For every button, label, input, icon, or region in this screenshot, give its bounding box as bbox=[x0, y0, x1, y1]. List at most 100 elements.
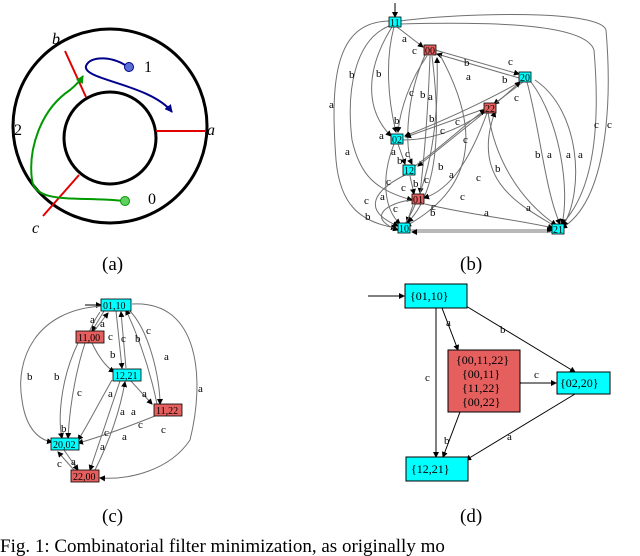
edge-label: b bbox=[438, 161, 444, 173]
state-node[interactable] bbox=[411, 193, 425, 205]
center-line-3: {11,22} bbox=[462, 381, 500, 395]
edge-label: b bbox=[394, 115, 400, 127]
state-node-label: 20 bbox=[520, 73, 530, 84]
edge bbox=[91, 342, 115, 373]
state-node[interactable] bbox=[423, 44, 437, 56]
edge bbox=[77, 415, 156, 445]
edge-label: b bbox=[376, 68, 382, 80]
edge-label: b bbox=[413, 178, 419, 190]
edge-label: c bbox=[104, 427, 109, 439]
state-node-02-20[interactable] bbox=[556, 371, 611, 395]
outer-ring bbox=[11, 27, 209, 225]
edge-label: a bbox=[428, 91, 433, 103]
edge bbox=[388, 26, 398, 133]
edge-label: c bbox=[424, 174, 429, 186]
edge-label: c bbox=[386, 176, 391, 188]
boundary-label-a: a bbox=[207, 122, 215, 139]
state-node-label: {12,21} bbox=[411, 462, 450, 476]
edge bbox=[417, 55, 431, 194]
state-node[interactable] bbox=[70, 469, 100, 483]
edge-label: a bbox=[547, 149, 552, 161]
edge bbox=[374, 174, 406, 227]
boundary-label-b: b bbox=[52, 31, 60, 48]
state-node-label: 12 bbox=[404, 166, 414, 177]
state-node-label: 00 bbox=[425, 46, 435, 57]
edge bbox=[99, 303, 198, 482]
edge-label: b bbox=[61, 423, 67, 435]
edge-label: a bbox=[566, 149, 571, 161]
panel-label-c: (c) bbox=[102, 506, 123, 527]
edge-label: b bbox=[429, 113, 435, 125]
state-node-label: 01,10 bbox=[103, 301, 126, 312]
edge-label: a bbox=[122, 431, 127, 443]
edge-label: b bbox=[420, 89, 426, 101]
edge-label: c bbox=[401, 182, 406, 194]
edge bbox=[20, 305, 103, 445]
edge-label: a bbox=[466, 71, 471, 83]
state-node[interactable] bbox=[50, 437, 80, 451]
edge bbox=[333, 20, 397, 231]
state-node[interactable] bbox=[518, 71, 532, 83]
edge bbox=[414, 109, 486, 167]
edge-label: a bbox=[380, 191, 385, 203]
edge-label: c bbox=[431, 201, 436, 213]
state-node-label: 02 bbox=[392, 135, 402, 146]
edge bbox=[93, 312, 109, 332]
state-node-center[interactable] bbox=[447, 349, 521, 413]
state-node-label: 11 bbox=[390, 18, 400, 29]
green-dot bbox=[120, 196, 130, 206]
edge-label: a bbox=[131, 406, 136, 418]
state-node-12-21[interactable] bbox=[405, 456, 469, 482]
state-node-01-10[interactable] bbox=[404, 283, 468, 309]
boundary-c bbox=[42, 174, 80, 217]
edge-label: a bbox=[100, 441, 105, 453]
state-node[interactable] bbox=[390, 133, 404, 145]
state-node[interactable] bbox=[153, 403, 183, 417]
edge-label: c bbox=[455, 116, 460, 128]
edge bbox=[125, 309, 158, 405]
edge-label: a bbox=[449, 169, 454, 181]
state-node[interactable] bbox=[551, 223, 565, 235]
edge-label: a bbox=[379, 130, 384, 142]
edge-label: a bbox=[484, 207, 489, 219]
edge-label: a bbox=[120, 406, 125, 418]
edge-label: a bbox=[507, 431, 512, 443]
edge bbox=[487, 111, 554, 226]
edge bbox=[349, 25, 413, 202]
edge-label: b bbox=[54, 371, 60, 383]
edge-label: b bbox=[535, 149, 541, 161]
edge-label: a bbox=[90, 314, 95, 326]
edge-02-12 bbox=[465, 388, 581, 461]
blue-dot bbox=[124, 62, 134, 72]
edge-label: c bbox=[146, 325, 151, 337]
edge-label: b bbox=[444, 435, 450, 447]
edge-label: c bbox=[508, 56, 513, 68]
panel-a: 1 2 0 a b c (a) bbox=[11, 27, 215, 275]
edge-label: b bbox=[397, 155, 403, 167]
panel-label-d: (d) bbox=[460, 506, 482, 527]
edge bbox=[397, 143, 407, 165]
edge-label: c bbox=[405, 148, 410, 160]
edge bbox=[399, 22, 597, 226]
edge-label: b bbox=[464, 57, 470, 69]
state-node[interactable] bbox=[483, 102, 497, 114]
state-node[interactable] bbox=[402, 164, 416, 176]
state-node[interactable] bbox=[112, 368, 142, 382]
panel-label-a: (a) bbox=[102, 254, 123, 275]
edge-label: b bbox=[365, 211, 371, 223]
edge-label: c bbox=[476, 172, 481, 184]
edge bbox=[63, 449, 79, 471]
edge bbox=[534, 79, 577, 227]
edge-label: c bbox=[57, 458, 62, 470]
state-node[interactable] bbox=[75, 330, 105, 344]
state-node[interactable] bbox=[100, 298, 132, 312]
state-node[interactable] bbox=[397, 222, 411, 234]
blue-path bbox=[85, 57, 173, 113]
state-node-label: {01,10} bbox=[410, 289, 449, 303]
edge-label: c bbox=[460, 191, 465, 203]
edge-label: a bbox=[526, 202, 531, 214]
edge bbox=[434, 49, 520, 76]
center-line-2: {00,11} bbox=[462, 367, 500, 381]
state-node[interactable] bbox=[388, 16, 402, 28]
state-node-label: 20,02 bbox=[53, 440, 76, 451]
